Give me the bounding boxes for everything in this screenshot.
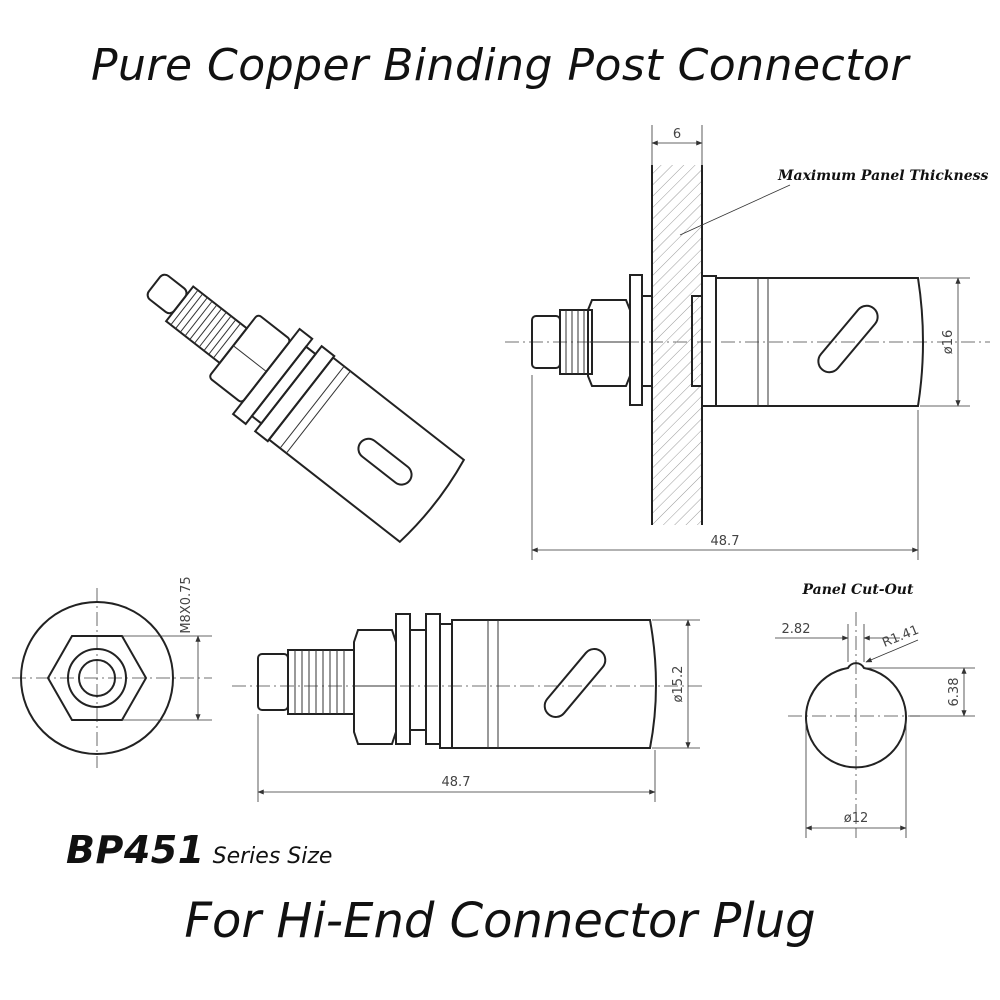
side-body — [715, 277, 924, 407]
panel-thickness-leader — [679, 184, 791, 236]
front-nut — [353, 629, 397, 745]
end-bore-circle — [78, 659, 116, 697]
end-outer-circle — [20, 601, 174, 755]
dim-cut-radius-text: R1.41 — [880, 623, 921, 651]
diagram-title: Pure Copper Binding Post Connector — [90, 40, 910, 91]
dim-side-diameter-text: ø16 — [941, 330, 956, 355]
dim-cut-height-text: 6.38 — [947, 678, 962, 707]
series-code: BP451 — [66, 828, 205, 872]
diagram-subtitle: For Hi-End Connector Plug — [184, 893, 816, 949]
iso-spacer — [250, 345, 317, 425]
panel-section — [652, 165, 702, 525]
end-view: M8X0.75 — [12, 576, 212, 768]
front-view: ø15.2 48.7 — [232, 613, 705, 802]
end-hex-nut — [46, 635, 148, 721]
series-label: BP451 Series Size — [66, 828, 332, 872]
front-washer-1 — [395, 613, 411, 745]
dim-side-length-text: 48.7 — [711, 534, 740, 549]
side-washer-inner — [641, 295, 653, 387]
iso-body — [267, 356, 466, 544]
panel-cutout-view: Panel Cut-Out 2.82 R1.41 6.38 ø12 — [775, 582, 975, 838]
dim-panel-thickness-text: 6 — [673, 127, 681, 142]
front-washer-2 — [425, 613, 441, 745]
dim-front-length-text: 48.7 — [442, 775, 471, 790]
side-nut — [587, 299, 631, 387]
dim-cut-radius — [865, 639, 919, 663]
side-view-panel: 6 Maximum Panel Thickness ø16 48.7 — [505, 125, 990, 560]
iso-thread-lines — [170, 289, 241, 359]
end-thread-circle — [67, 648, 127, 708]
dim-cut-diameter-text: ø12 — [844, 811, 869, 826]
front-slot — [543, 648, 607, 718]
panel-cutout-label: Panel Cut-Out — [802, 582, 914, 598]
series-text: Series Size — [212, 844, 333, 869]
dim-thread-text: M8X0.75 — [179, 576, 194, 633]
panel-thickness-label: Maximum Panel Thickness — [777, 168, 989, 184]
side-slot — [817, 304, 879, 374]
front-tip — [257, 653, 289, 711]
side-washer — [629, 274, 643, 406]
side-flange — [701, 275, 717, 407]
front-body — [451, 619, 657, 749]
dim-cut-width-text: 2.82 — [782, 622, 811, 637]
dim-front-diameter-text: ø15.2 — [671, 666, 686, 703]
front-spacer — [409, 629, 427, 731]
iso-tip — [146, 273, 188, 315]
isometric-view — [146, 273, 466, 544]
iso-slot — [357, 437, 413, 486]
